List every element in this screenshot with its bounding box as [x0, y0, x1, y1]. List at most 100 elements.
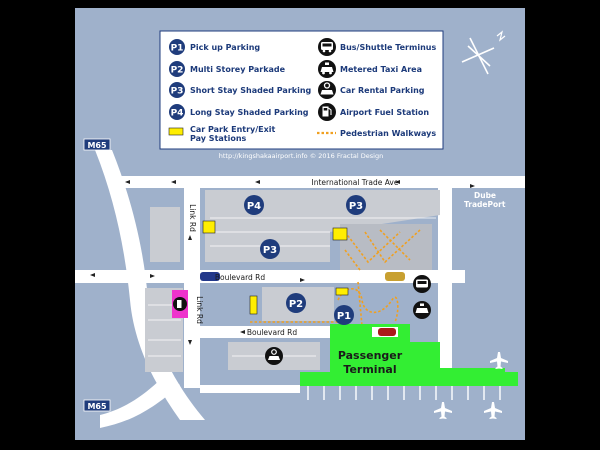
international-trade-ave [112, 176, 525, 188]
map-credit: http://kingshakaairport.info © 2016 Frac… [219, 152, 383, 160]
boulevard-rd-upper [75, 270, 465, 283]
south-drive [200, 385, 300, 393]
legend-label-car-rental: Car Rental Parking [340, 86, 425, 95]
gold-car [385, 272, 405, 281]
p1-badge-text: P1 [171, 44, 184, 54]
taxi-icon-body [320, 67, 334, 72]
p4-map-label: P4 [247, 201, 261, 212]
p2-map-label: P2 [289, 299, 303, 310]
legend-item-p3: P3 Short Stay Shaded Parking [169, 82, 312, 98]
pay-stations [202, 220, 349, 315]
paystation-marker [249, 295, 258, 315]
legend-label-p4: Long Stay Shaded Parking [190, 108, 309, 117]
fuel-pump-window [323, 108, 328, 111]
label-boulevard-rd-upper: Boulevard Rd [215, 273, 266, 282]
m65-ramp-south [100, 375, 180, 428]
legend-item-fuel: Airport Fuel Station [318, 103, 429, 121]
label-boulevard-rd-lower: Boulevard Rd [247, 328, 298, 337]
terminal-gates [307, 386, 501, 400]
p3-map-badge [346, 195, 366, 215]
legend-item-paystation: Car Park Entry/Exit Pay Stations [168, 125, 276, 143]
map-badge-p4: P4 [244, 195, 264, 215]
fuel-station-map [172, 290, 188, 318]
passenger-terminal: Passenger Terminal [300, 324, 518, 400]
map-badge-p3-south: P3 [260, 239, 280, 259]
fuel-pump-body [177, 300, 182, 308]
boulevard-rd-lower [200, 326, 350, 338]
legend-item-car-rental: Car Rental Parking [318, 81, 425, 99]
dube-tradeport-label-2: TradePort [464, 200, 506, 209]
m65-shield-label: M65 [87, 141, 107, 150]
legend-label-p3: Short Stay Shaded Parking [190, 86, 312, 95]
taxi-icon-body [415, 308, 429, 313]
m65-shield-label: M65 [87, 402, 107, 411]
legend-label-bus: Bus/Shuttle Terminus [340, 43, 436, 52]
paystation-marker [202, 220, 216, 234]
label-link-rd-south: Link Rd [195, 296, 204, 324]
taxi-area-map [413, 301, 431, 319]
terminal-label-line1: Passenger [338, 349, 403, 362]
terminal-building [300, 324, 518, 386]
m65-shield-bg [83, 399, 111, 412]
legend: P1 Pick up Parking P2 Multi Storey Parka… [159, 30, 444, 150]
taxi-icon-wheel [322, 71, 325, 75]
fuel-pump-body [322, 106, 329, 117]
p2-badge-text: P2 [171, 66, 184, 76]
bus-icon-wheel [328, 49, 332, 53]
map-badge-p2: P2 [286, 293, 306, 313]
bus-terminus-map [413, 275, 431, 293]
taxi-icon-sign [325, 62, 329, 65]
p4-badge-text: P4 [171, 109, 184, 119]
legend-label-p1: Pick up Parking [190, 43, 260, 52]
legend-label-paystation-1: Car Park Entry/Exit [190, 125, 276, 134]
taxi-icon-wheel [329, 71, 332, 75]
pedestrian-walkways [250, 229, 421, 327]
airplane-icon-group [434, 352, 508, 419]
legend-item-taxi: Metered Taxi Area [318, 60, 422, 78]
paystation-swatch [168, 127, 184, 136]
m65-highway [95, 150, 205, 420]
airplane-icon [490, 352, 508, 369]
p1-map-badge [334, 305, 354, 325]
car-rental-icon-key [323, 82, 331, 89]
paystation-marker [332, 227, 348, 241]
blue-car [200, 272, 220, 281]
legend-item-p2: P2 Multi Storey Parkade [169, 61, 286, 77]
direction-arrows [90, 180, 475, 345]
stall-lines [148, 217, 436, 357]
car-rental-icon-body [320, 90, 334, 95]
legend-label-fuel: Airport Fuel Station [340, 108, 429, 117]
legend-item-walkway: Pedestrian Walkways [317, 129, 436, 138]
lot-northwest [150, 207, 180, 262]
bus-icon-window [417, 281, 427, 284]
dube-tradeport-label-1: Dube [474, 191, 496, 200]
p4-badge [169, 104, 185, 120]
legend-label-p2: Multi Storey Parkade [190, 65, 286, 74]
paystation-marker [335, 287, 349, 296]
compass-icon [461, 30, 506, 75]
m65-shield-south: M65 [83, 399, 111, 412]
legend-label-taxi: Metered Taxi Area [340, 65, 422, 74]
p3-map-label: P3 [263, 245, 277, 256]
p1-badge [169, 39, 185, 55]
p1-map-label: P1 [337, 311, 351, 322]
map-badge-p3-north: P3 [346, 195, 366, 215]
p3-badge [169, 82, 185, 98]
car-rental-icon-key [271, 349, 277, 355]
legend-box [159, 30, 444, 150]
map-badge-p1: P1 [334, 305, 354, 325]
taxi-icon-sign [420, 303, 424, 306]
car-rental-map [265, 347, 283, 365]
legend-label-paystation-2: Pay Stations [190, 134, 247, 143]
p4-map-badge [244, 195, 264, 215]
terminal-label-line2: Terminal [343, 363, 396, 376]
p3-map-label: P3 [349, 201, 363, 212]
p2-badge [169, 61, 185, 77]
airplane-icon [484, 402, 502, 419]
p2-map-badge [286, 293, 306, 313]
bus-icon-window [322, 43, 332, 47]
label-international-trade-ave: International Trade Ave [312, 178, 399, 187]
legend-item-p4: P4 Long Stay Shaded Parking [169, 104, 309, 120]
legend-label-walkway: Pedestrian Walkways [340, 129, 436, 138]
